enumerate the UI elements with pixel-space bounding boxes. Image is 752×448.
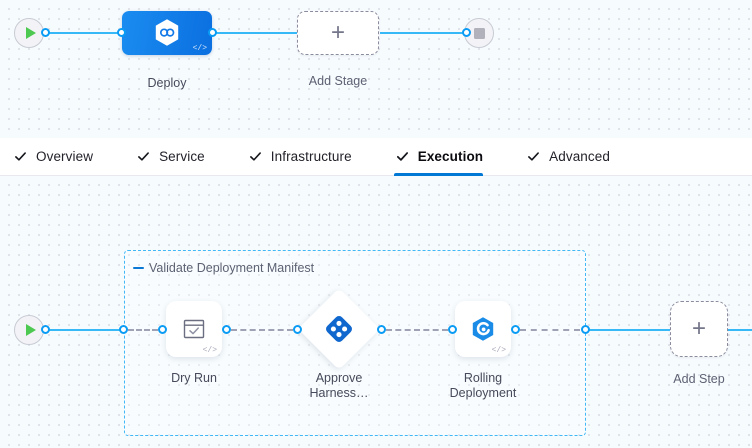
check-icon [138,152,149,161]
approval-in-port[interactable] [293,325,302,334]
tab-overview[interactable]: Overview [12,138,107,175]
step-node-rolling-deployment[interactable]: </> [455,301,511,357]
rolling-out-port[interactable] [511,325,520,334]
step-node-approve-harness[interactable] [297,287,381,371]
play-icon [14,18,44,48]
kubernetes-rolling-icon [472,317,494,341]
link-groupentry-to-dryrun [128,329,158,331]
rolling-deployment-card[interactable]: </> [455,301,511,357]
link-addstep-to-edge [728,329,752,331]
deploy-stage-label: Deploy [147,76,187,90]
step-group-title: Validate Deployment Manifest [149,261,315,275]
tab-advanced[interactable]: Advanced [525,138,624,175]
tab-advanced-label: Advanced [549,149,610,164]
approve-icon-wrap [324,314,354,344]
harness-cd-hexagon-icon [155,19,179,46]
link-start-to-group [46,329,121,331]
step-node-dry-run[interactable]: </> [166,301,222,357]
check-icon [396,152,408,161]
approve-harness-label: Approve Harness… [309,371,369,400]
approve-harness-card[interactable] [297,287,381,371]
stage-node-deploy[interactable]: </> [122,11,212,55]
link-groupexit-to-addstep [586,329,670,331]
tab-infrastructure-label: Infrastructure [270,149,352,164]
link-dryrun-to-approval [231,329,293,331]
execution-canvas[interactable]: Validate Deployment Manifest </> [0,176,752,448]
play-icon [14,315,44,345]
window-check-icon [183,319,205,339]
dryrun-in-port[interactable] [158,325,167,334]
link-approval-to-rolling [386,329,448,331]
dryrun-out-port[interactable] [222,325,231,334]
check-icon [15,152,26,161]
link-addstage-to-end [380,32,466,34]
add-stage-node[interactable]: + [297,11,379,55]
group-exit-port[interactable] [581,325,590,334]
deploy-out-port[interactable] [208,28,217,37]
deploy-in-port[interactable] [117,28,126,37]
minus-icon[interactable] [133,267,144,269]
tab-service-label: Service [159,149,205,164]
deploy-code-tag[interactable]: </> [192,44,207,53]
add-stage-button[interactable]: + [297,11,379,55]
step-group-header[interactable]: Validate Deployment Manifest [133,261,314,275]
stop-square-icon [473,27,485,39]
tab-execution-label: Execution [417,149,484,164]
play-triangle-icon [25,27,36,39]
rolling-in-port[interactable] [448,325,457,334]
stage-start-port[interactable] [41,28,50,37]
dry-run-code-tag[interactable]: </> [202,346,217,355]
dry-run-card[interactable]: </> [166,301,222,357]
tab-execution[interactable]: Execution [393,138,497,176]
play-triangle-icon [25,324,36,336]
check-icon [249,152,261,161]
approval-out-port[interactable] [377,325,386,334]
step-start-node[interactable] [14,315,44,345]
dry-run-label: Dry Run [171,371,217,385]
stage-start-node[interactable] [14,18,44,48]
link-start-to-deploy [46,32,122,34]
plus-icon: + [330,19,345,46]
tab-overview-label: Overview [36,149,94,164]
tab-active-underline [393,173,484,176]
step-start-port[interactable] [41,325,50,334]
add-stage-label: Add Stage [308,74,368,88]
rolling-code-tag[interactable]: </> [491,346,506,355]
deploy-stage-card[interactable]: </> [122,11,212,55]
add-step-label: Add Step [673,372,725,386]
tab-service[interactable]: Service [135,138,219,175]
tab-infrastructure[interactable]: Infrastructure [247,138,366,175]
plus-icon: + [691,315,706,342]
check-icon [528,152,540,161]
group-entry-port[interactable] [119,325,128,334]
stage-canvas[interactable]: </> Deploy + Add Stage [0,0,752,138]
harness-approval-diamond-icon [326,316,352,342]
add-step-button[interactable]: + [670,301,728,357]
add-step-node[interactable]: + [670,301,728,357]
stage-tab-bar[interactable]: Overview Service Infrastructure Executio… [0,138,752,176]
stage-end-port[interactable] [462,28,471,37]
link-rolling-to-groupexit [520,329,580,331]
link-deploy-to-addstage [213,32,297,34]
rolling-deployment-label: Rolling Deployment [449,371,517,400]
